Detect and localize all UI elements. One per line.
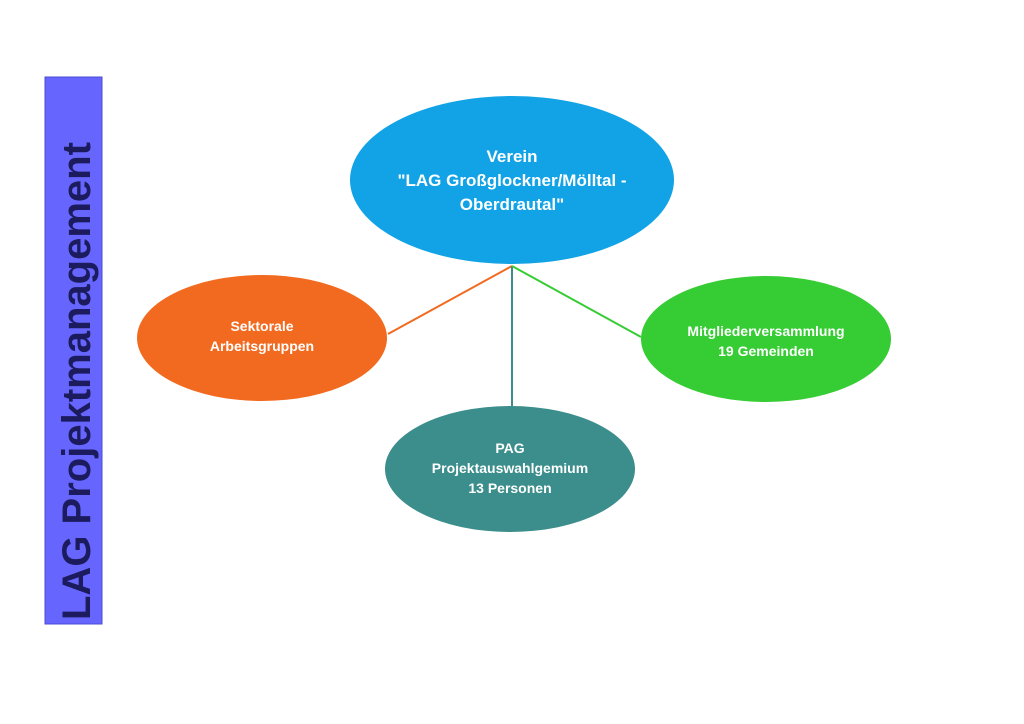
node-verein: Verein "LAG Großglockner/Mölltal - Oberd… bbox=[350, 96, 674, 264]
node-pag-line: PAG bbox=[495, 440, 524, 456]
node-pag: PAG Projektauswahlgemium 13 Personen bbox=[385, 406, 635, 532]
node-verein-line: "LAG Großglockner/Mölltal - bbox=[397, 171, 626, 190]
node-sektorale-line: Sektorale bbox=[230, 318, 293, 334]
node-pag-line: Projektauswahlgemium bbox=[432, 460, 588, 476]
node-pag-line: 13 Personen bbox=[468, 480, 551, 496]
connector-mitglieder bbox=[511, 265, 642, 338]
node-mitglieder-line: Mitgliederversammlung bbox=[687, 323, 844, 339]
connector-sektorale bbox=[387, 265, 513, 335]
node-mitglieder-line: 19 Gemeinden bbox=[718, 343, 814, 359]
node-sektorale: Sektorale Arbeitsgruppen bbox=[137, 275, 387, 401]
node-sektorale-line: Arbeitsgruppen bbox=[210, 338, 314, 354]
sidebar-title-box bbox=[44, 76, 103, 625]
node-verein-line: Oberdrautal" bbox=[460, 195, 564, 214]
sidebar-title: LAG Projektmanagement bbox=[55, 142, 99, 620]
node-mitglieder: Mitgliederversammlung 19 Gemeinden bbox=[641, 276, 891, 402]
node-verein-line: Verein bbox=[486, 147, 537, 166]
